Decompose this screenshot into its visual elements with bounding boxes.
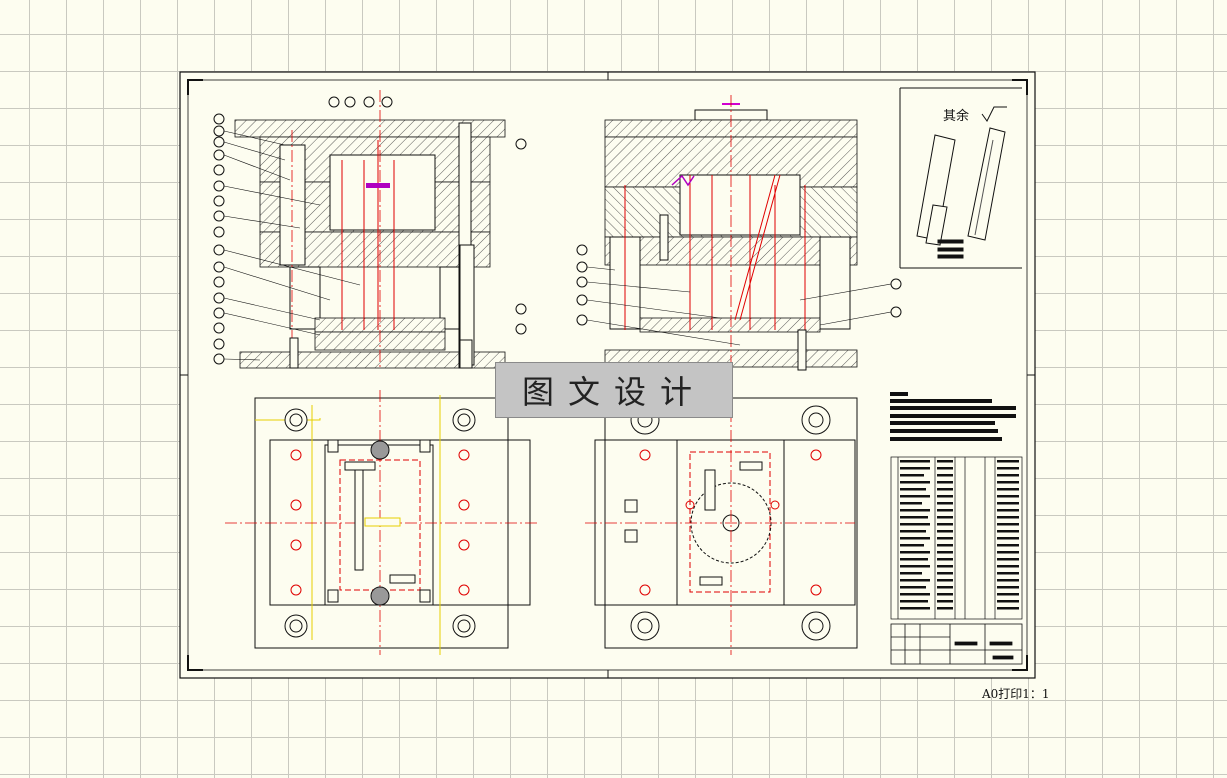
parts-list-table [890,456,1023,620]
part-balloons-left [213,96,527,365]
left-plan-view [225,390,540,655]
right-section-view [604,95,858,371]
roughness-label: 其余 [943,109,970,124]
watermark-text: 图文设计 [521,373,706,411]
watermark-banner: 图文设计 [495,362,733,418]
part-sketch [916,106,1007,259]
technical-notes [890,392,1016,441]
left-section-view [234,90,506,370]
print-scale-note: A0打印1：1 [982,687,1050,701]
part-balloons-right [576,244,902,346]
parts-list-rows [900,460,1019,610]
title-block [890,623,1023,665]
right-plan-view [585,390,858,655]
